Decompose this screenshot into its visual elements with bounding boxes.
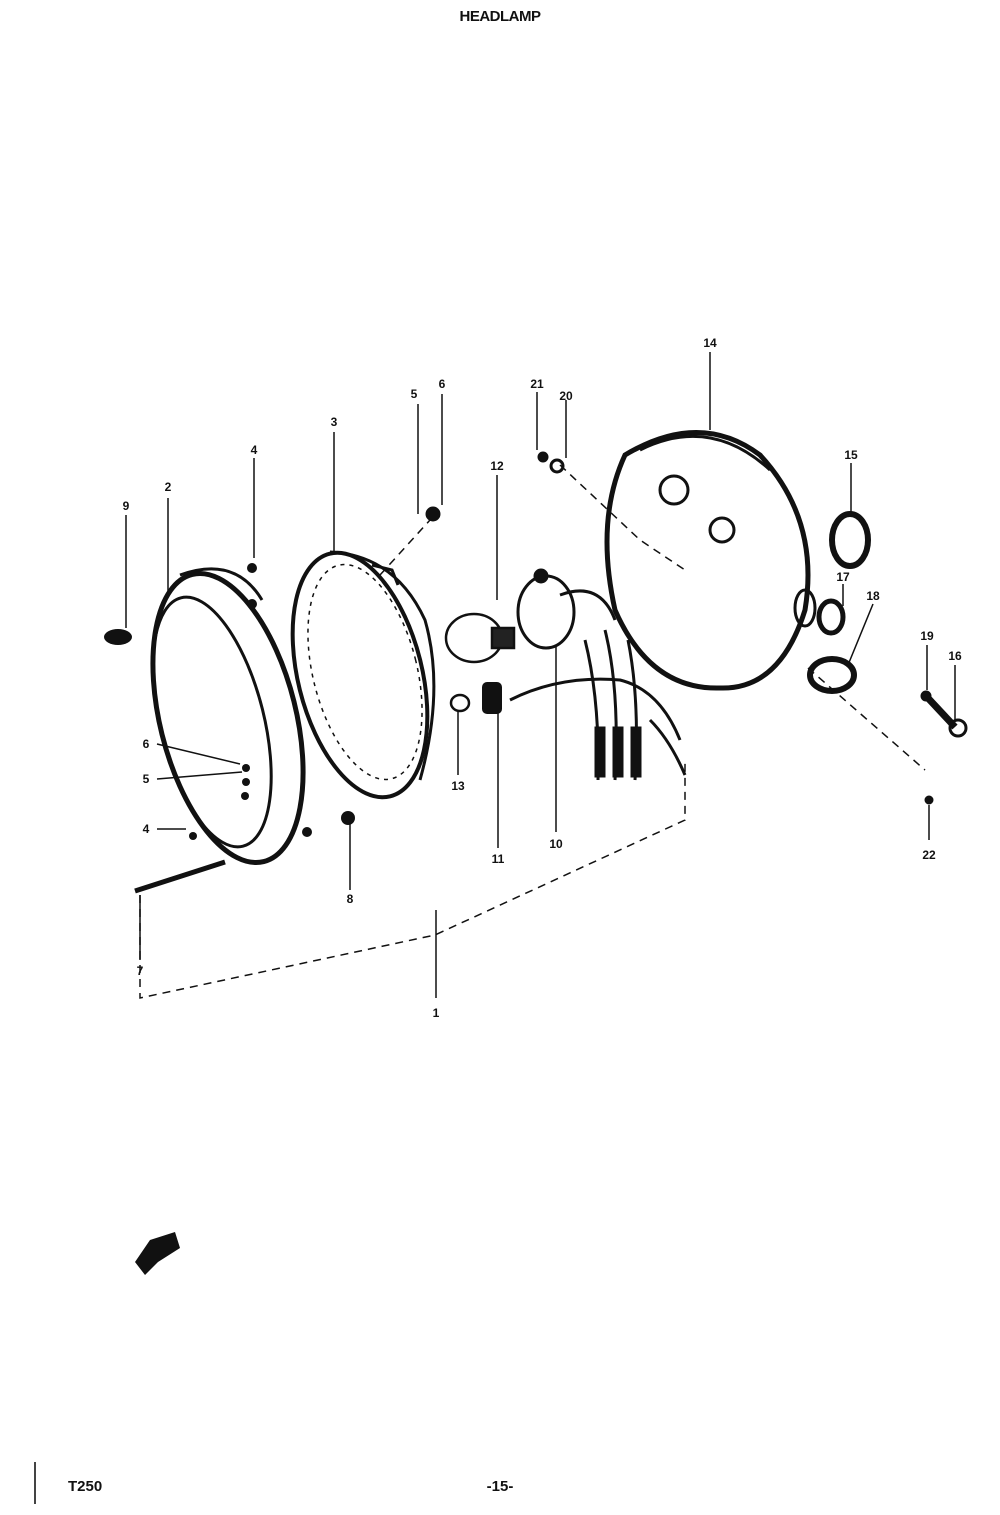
model-code: T250 [68, 1478, 103, 1495]
callout-18: 18 [866, 589, 880, 603]
callout-6: 6 [143, 737, 150, 751]
headlamp-housing-icon [604, 430, 817, 691]
callout-9: 9 [123, 499, 130, 513]
margin-rule [34, 1462, 36, 1504]
callout-13: 13 [451, 779, 465, 793]
callout-19: 19 [920, 629, 934, 643]
headlamp-rim-icon [150, 567, 306, 866]
callout-17: 17 [836, 570, 850, 584]
rim-hardware-icon [104, 563, 355, 840]
callout-leader-lines [125, 352, 956, 998]
callout-2: 2 [165, 480, 172, 494]
callout-4: 4 [143, 822, 150, 836]
adjuster-rod-icon [134, 859, 226, 894]
callout-7: 7 [137, 964, 144, 978]
assembly-guide-lines [139, 464, 926, 999]
wiring-harness-icon [509, 629, 687, 781]
callout-4: 4 [251, 443, 258, 457]
callout-21: 21 [530, 377, 544, 391]
bulb-socket-icon [516, 568, 617, 650]
callout-14: 14 [703, 336, 717, 350]
callout-3: 3 [331, 415, 338, 429]
callout-5: 5 [143, 772, 150, 786]
pointing-hand-icon [135, 1232, 180, 1275]
callout-5: 5 [411, 387, 418, 401]
bulb-icon [444, 612, 516, 664]
page-number: -15- [486, 1478, 514, 1495]
callout-12: 12 [490, 459, 504, 473]
callout-15: 15 [844, 448, 858, 462]
callout-22: 22 [922, 848, 936, 862]
callout-16: 16 [948, 649, 962, 663]
callout-11: 11 [492, 852, 505, 866]
callout-8: 8 [347, 892, 354, 906]
callout-6: 6 [439, 377, 446, 391]
callout-20: 20 [559, 389, 573, 403]
housing-hardware-icon [425, 451, 968, 805]
callout-1: 1 [433, 1006, 440, 1020]
parking-bulb-holder-icon [449, 682, 502, 714]
page-title: HEADLAMP [459, 8, 542, 25]
lens-unit-icon [290, 550, 436, 800]
callout-10: 10 [549, 837, 563, 851]
